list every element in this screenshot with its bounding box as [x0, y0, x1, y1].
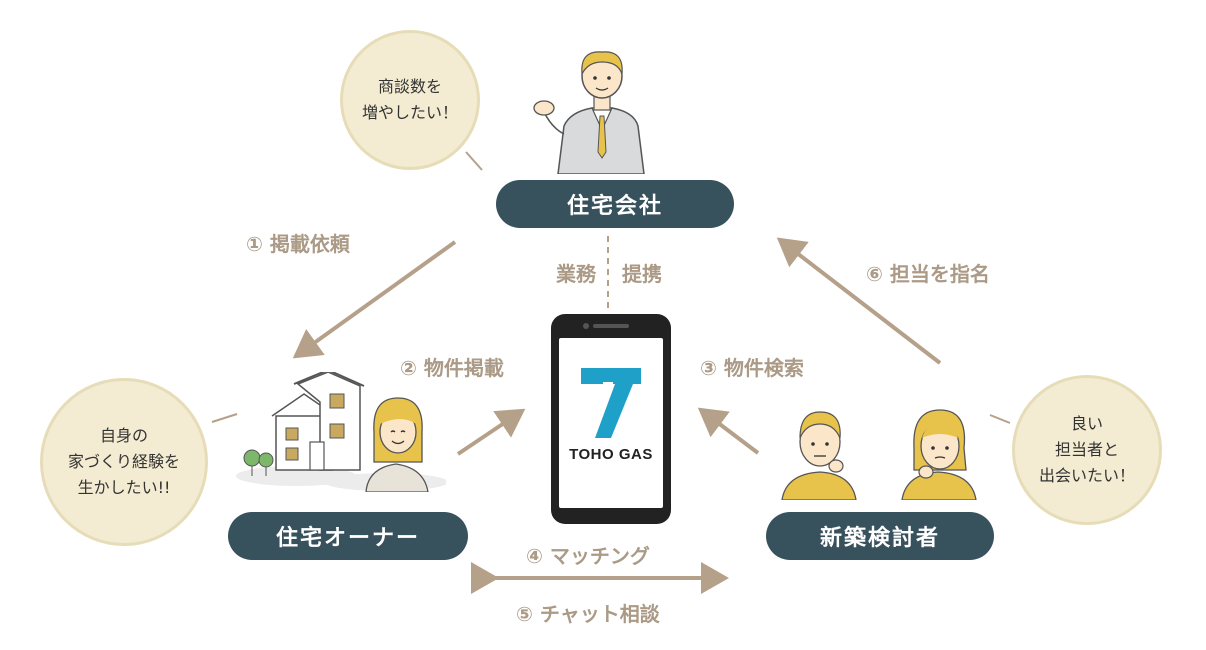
label-step1: ① 掲載依頼 — [246, 232, 350, 256]
node-seeker: 新築検討者 — [766, 512, 994, 560]
house-owner-illustration — [236, 372, 446, 492]
bubble-owner-line2: 家づくり経験を — [67, 452, 180, 471]
bubble-seeker-line3: 出会いたい！ — [1038, 466, 1135, 485]
phone-brand: TOHO GAS — [569, 446, 653, 463]
bubble-seeker: 良い 担当者と 出会いたい！ — [1012, 375, 1162, 525]
bubble-seeker-line1: 良い — [1070, 414, 1103, 433]
node-seeker-label: 新築検討者 — [819, 526, 940, 551]
bubble-owner-line3: 生かしたい!! — [77, 478, 171, 497]
toho-gas-logo-icon — [581, 368, 641, 438]
businessman-illustration — [533, 51, 645, 174]
node-company-label: 住宅会社 — [566, 194, 663, 219]
label-step5: ⑤ チャット相談 — [516, 602, 660, 626]
phone-speaker — [593, 324, 629, 328]
partnership-label-right: 提携 — [622, 262, 662, 286]
bubble-tail-company — [465, 151, 483, 171]
bubble-company: 商談数を 増やしたい！ — [340, 30, 480, 170]
label-step6: ⑥ 担当を指名 — [866, 262, 990, 286]
node-company: 住宅会社 — [496, 180, 734, 228]
bubble-tail-seeker — [989, 414, 1011, 424]
bubble-company-line1: 商談数を — [377, 77, 442, 96]
label-step2: ② 物件掲載 — [400, 356, 504, 380]
arrow-step1 — [292, 240, 457, 359]
partnership-label-left: 業務 — [556, 262, 596, 286]
arrow-step3 — [697, 407, 760, 455]
bubble-tail-owner — [211, 413, 238, 423]
couple-illustration — [781, 409, 977, 500]
arrow-step6 — [776, 237, 942, 365]
smartphone: TOHO GAS — [551, 314, 671, 524]
label-step3: ③ 物件検索 — [700, 356, 804, 380]
arrow-step2 — [456, 408, 526, 456]
bubble-owner-line1: 自身の — [99, 426, 148, 445]
phone-camera — [583, 323, 589, 329]
bubble-seeker-line2: 担当者と — [1054, 440, 1119, 459]
phone-screen: TOHO GAS — [559, 338, 663, 508]
label-step4: ④ マッチング — [526, 544, 650, 568]
node-owner: 住宅オーナー — [228, 512, 468, 560]
node-owner-label: 住宅オーナー — [275, 526, 420, 551]
bubble-owner: 自身の 家づくり経験を 生かしたい!! — [40, 378, 208, 546]
bubble-company-line2: 増やしたい！ — [361, 103, 458, 122]
